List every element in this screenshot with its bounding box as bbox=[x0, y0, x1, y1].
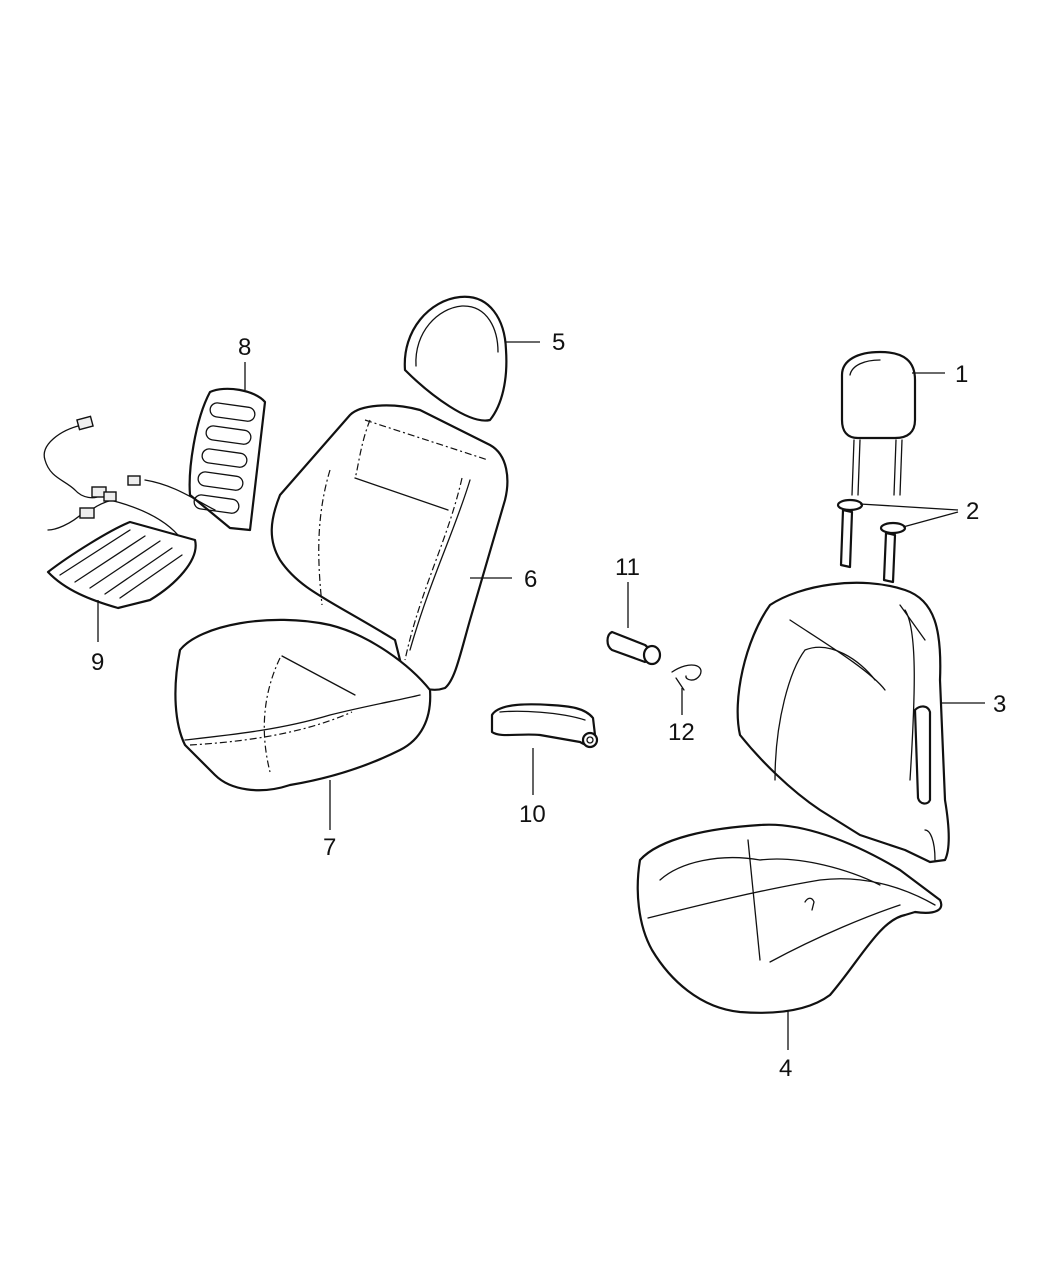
part-5-headrest-pad[interactable] bbox=[403, 295, 508, 422]
callout-1: 1 bbox=[955, 361, 968, 388]
callout-3: 3 bbox=[993, 691, 1006, 718]
callout-12: 12 bbox=[668, 719, 695, 746]
leader-lines bbox=[97, 341, 985, 1050]
part-12-clip[interactable] bbox=[671, 664, 702, 691]
leader-2a bbox=[859, 503, 959, 511]
callout-labels: 1 2 3 4 5 6 7 8 9 10 11 12 bbox=[91, 329, 1006, 1082]
callout-4: 4 bbox=[779, 1055, 792, 1082]
part-10-recliner-handle[interactable] bbox=[490, 703, 599, 749]
callout-5: 5 bbox=[552, 329, 565, 356]
part-7-seat-cushion[interactable] bbox=[174, 618, 432, 792]
part-2-headrest-guides[interactable] bbox=[836, 498, 907, 584]
part-3-seat-back-cover[interactable] bbox=[736, 581, 950, 864]
part-4-seat-cushion-cover[interactable] bbox=[636, 823, 943, 1014]
leader-2b bbox=[902, 511, 959, 528]
part-6-seat-back[interactable] bbox=[270, 404, 509, 691]
part-9-cushion-heater-element[interactable] bbox=[43, 415, 216, 610]
part-11-bushing[interactable] bbox=[606, 630, 662, 666]
callout-7: 7 bbox=[323, 834, 336, 861]
part-1-headrest[interactable] bbox=[840, 350, 917, 496]
callout-2: 2 bbox=[966, 498, 979, 525]
callout-9: 9 bbox=[91, 649, 104, 676]
callout-10: 10 bbox=[519, 801, 546, 828]
callout-11: 11 bbox=[615, 554, 640, 581]
callout-8: 8 bbox=[238, 334, 251, 361]
part-8-back-heater-element[interactable] bbox=[188, 387, 267, 532]
callout-6: 6 bbox=[524, 566, 537, 593]
